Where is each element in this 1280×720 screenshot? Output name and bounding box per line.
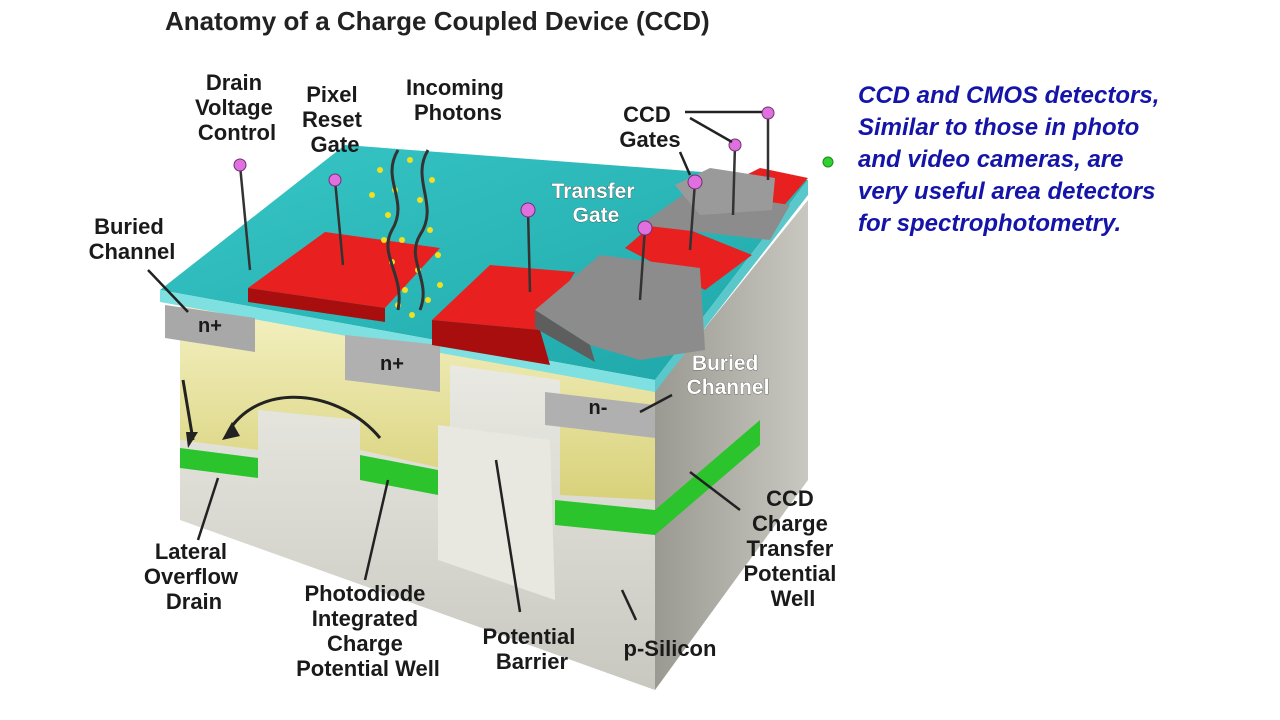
n-minus-block (545, 392, 655, 438)
green-band-left (180, 448, 258, 478)
label-transfer-gate: Transfer Gate (552, 180, 641, 227)
note-line: very useful area detectors (858, 178, 1156, 205)
ccd-red-strip-1 (625, 218, 752, 290)
note-text-block: CCD and CMOS detectors, Similar to those… (858, 80, 1268, 240)
n-plus-left-block (165, 305, 255, 352)
label-n-plus-left: n+ (198, 315, 222, 337)
n-plus-center-block (345, 335, 440, 392)
green-band-ccd (555, 420, 760, 535)
label-buried-channel-right: Buried Channel (687, 352, 770, 399)
yellow-well-region (180, 300, 655, 500)
label-buried-channel-left: Buried Channel (89, 214, 176, 264)
incoming-photons (369, 157, 443, 318)
potential-barrier-region (438, 425, 555, 600)
label-ccd-charge-transfer-well: CCD Charge Transfer Potential Well (743, 486, 842, 611)
ccd-gray-gate-1 (535, 255, 705, 360)
label-n-minus: n- (589, 397, 608, 419)
photon-path-2 (413, 149, 430, 311)
overflow-arrow (226, 395, 382, 439)
gate-pins (238, 113, 770, 301)
pin-heads (233, 106, 775, 236)
label-photodiode-well: Photodiode Integrated Charge Potential W… (296, 581, 440, 681)
label-potential-barrier: Potential Barrier (482, 624, 581, 674)
note-line: and video cameras, are (858, 146, 1124, 173)
diagram-title: Anatomy of a Charge Coupled Device (CCD) (165, 6, 710, 36)
note-line: CCD and CMOS detectors, (858, 82, 1160, 109)
label-ccd-gates: CCD Gates (619, 102, 680, 152)
note-line: for spectrophotometry. (858, 210, 1122, 237)
label-pixel-reset-gate: Pixel Reset Gate (302, 82, 368, 157)
label-p-silicon: p-Silicon (624, 636, 717, 661)
note-line: Similar to those in photo (858, 114, 1140, 141)
label-incoming-photons: Incoming Photons (406, 75, 510, 125)
green-dot-marker (822, 156, 834, 168)
green-band-photodiode (360, 455, 438, 495)
label-lateral-overflow-drain: Lateral Overflow Drain (144, 539, 244, 614)
label-n-plus-center: n+ (380, 353, 404, 375)
oxide-layer-edge (160, 290, 655, 392)
pixel-reset-gate (248, 232, 440, 308)
label-drain-voltage-control: Drain Voltage Control (195, 70, 279, 145)
photon-path-1 (386, 149, 401, 311)
